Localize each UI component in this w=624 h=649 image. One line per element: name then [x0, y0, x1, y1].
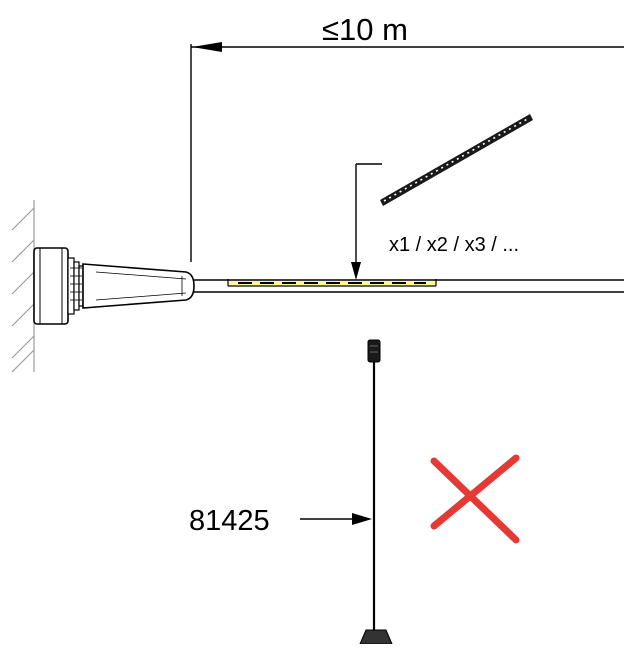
wall-hatch — [11, 200, 35, 373]
cable-channel — [194, 279, 624, 293]
strip-count-label: x1 / x2 / x3 / ... — [389, 234, 520, 256]
cross-mark-icon — [430, 454, 520, 544]
strip-leader — [351, 163, 382, 280]
wall-connector — [33, 247, 195, 325]
part-leader — [300, 513, 372, 525]
dimension-line — [190, 42, 624, 262]
tool-part — [359, 339, 393, 645]
led-strip-icon — [380, 114, 533, 206]
led-strip-segment — [227, 279, 437, 287]
dimension-label: ≤10 m — [322, 12, 408, 47]
part-number-label: 81425 — [189, 505, 270, 537]
